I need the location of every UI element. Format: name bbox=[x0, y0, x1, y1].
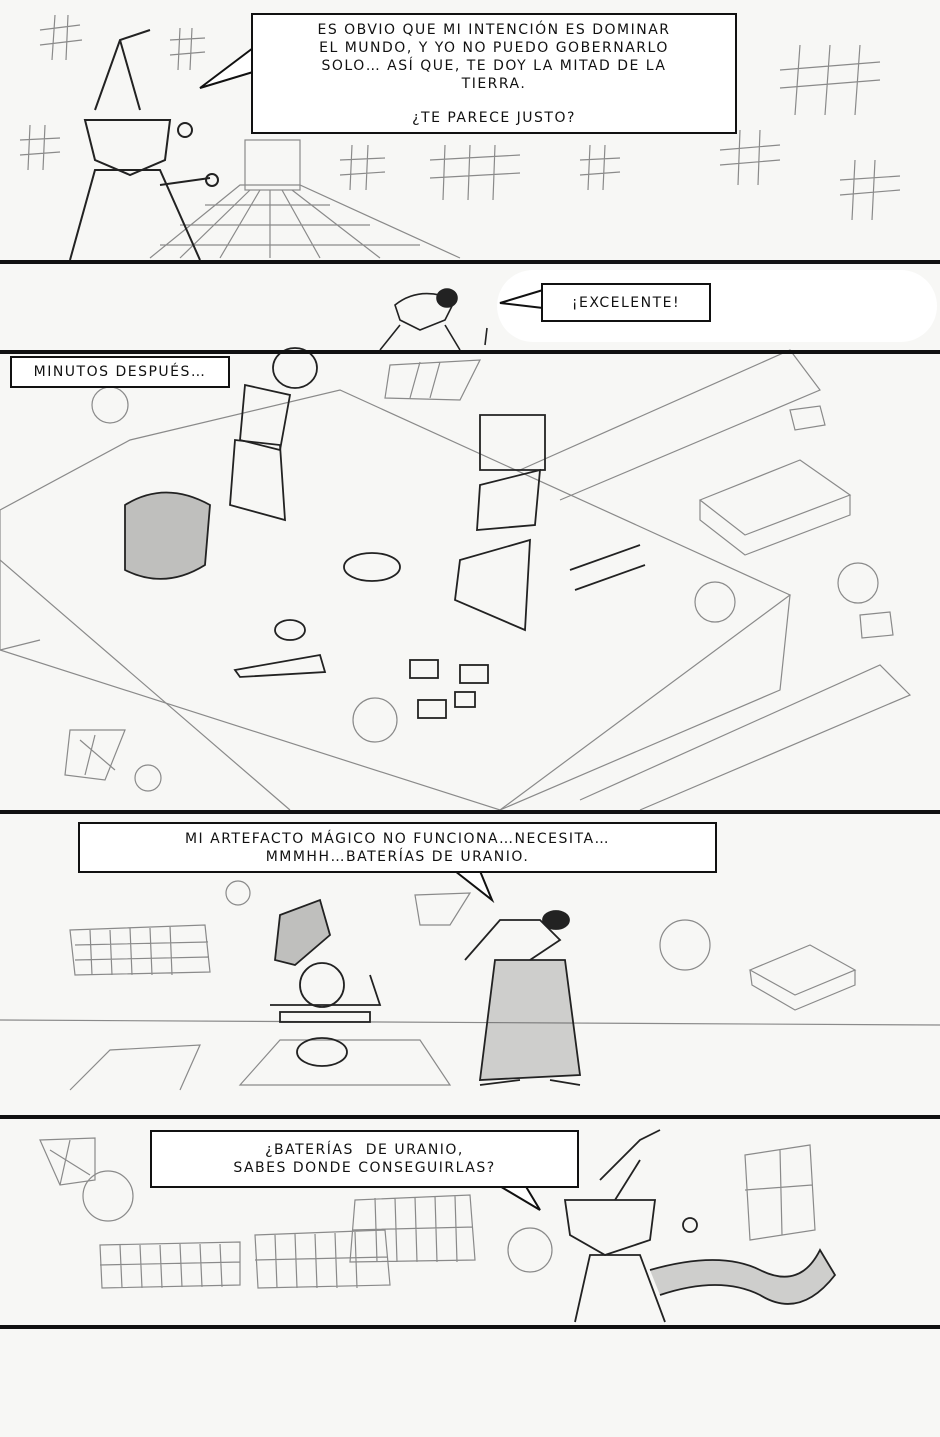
speech-tail bbox=[199, 47, 254, 89]
speech-bubble-2: ¡Excelente! bbox=[541, 283, 711, 322]
bubble-line: sabes donde conseguirlas? bbox=[233, 1160, 496, 1176]
bubble-line: mmmhh…baterías de uranio. bbox=[265, 848, 530, 865]
bubble-text: ¡Excelente! bbox=[571, 294, 681, 311]
panel-divider bbox=[0, 260, 940, 264]
bubble-line: Mi artefacto mágico no funciona…necesita… bbox=[184, 830, 611, 847]
bubble-line: el mundo, y yo no puedo gobernarlo bbox=[319, 39, 669, 56]
speech-bubble-4: Mi artefacto mágico no funciona…necesita… bbox=[78, 822, 717, 873]
bubble-line: ¿Baterías de uranio, bbox=[265, 1142, 464, 1158]
speech-tail bbox=[499, 289, 544, 309]
panel-divider bbox=[0, 350, 940, 354]
speech-tail bbox=[454, 870, 495, 904]
bubble-line: solo… así que, te doy la mitad de la bbox=[321, 57, 667, 74]
caption-text: Minutos después… bbox=[33, 364, 207, 380]
panel-divider bbox=[0, 1115, 940, 1119]
panel-divider bbox=[0, 810, 940, 814]
speech-tail bbox=[497, 1184, 541, 1211]
speech-bubble-1: Es obvio que mi intención es dominar el … bbox=[251, 13, 737, 134]
bubble-line: Es obvio que mi intención es dominar bbox=[317, 21, 671, 38]
bubble-question: ¿Te parece justo? bbox=[412, 109, 576, 126]
bubble-line: tierra. bbox=[461, 75, 527, 92]
panel-divider bbox=[0, 1325, 940, 1329]
caption-box: Minutos después… bbox=[10, 356, 230, 388]
speech-bubble-5: ¿Baterías de uranio, sabes donde consegu… bbox=[150, 1130, 579, 1188]
